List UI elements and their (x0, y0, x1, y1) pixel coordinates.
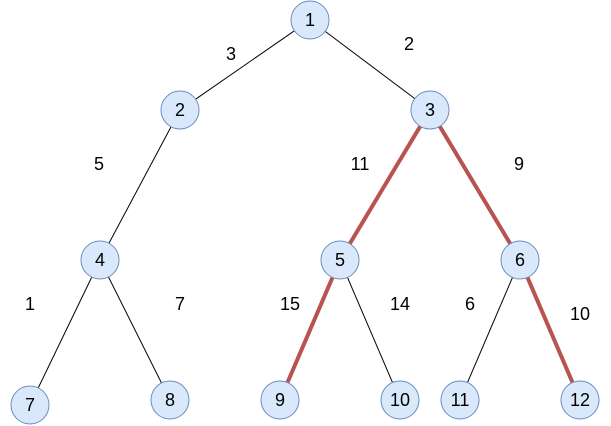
tree-node-9: 9 (260, 380, 300, 420)
node-circle (80, 240, 120, 280)
edge-weight-n1-n3: 2 (404, 34, 414, 54)
edge-n5-n10 (347, 277, 393, 383)
node-label: 5 (335, 250, 345, 270)
highlighted-edge-n3-n6 (437, 124, 513, 246)
edge-weight-n3-n6: 9 (514, 154, 524, 174)
edge-weight-n5-n10: 14 (390, 294, 410, 314)
tree-node-4: 4 (80, 240, 120, 280)
tree-node-12: 12 (560, 380, 600, 420)
edge-n4-n8 (108, 276, 162, 384)
node-label: 4 (95, 250, 105, 270)
node-label: 9 (275, 390, 285, 410)
tree-node-6: 6 (500, 240, 540, 280)
edge-weight-n2-n4: 5 (94, 154, 104, 174)
tree-node-5: 5 (320, 240, 360, 280)
node-label: 12 (570, 390, 590, 410)
node-circle (290, 0, 330, 40)
node-label: 8 (165, 390, 175, 410)
node-circle (560, 380, 600, 420)
edge-n2-n4 (108, 126, 172, 244)
edge-weight-n4-n8: 7 (175, 294, 185, 314)
node-label: 3 (425, 100, 435, 120)
edges-layer (37, 30, 575, 389)
node-circle (380, 380, 420, 420)
node-label: 6 (515, 250, 525, 270)
edge-weight-n5-n9: 15 (280, 294, 300, 314)
edge-n1-n3 (324, 30, 416, 99)
edge-n4-n7 (37, 276, 93, 389)
edge-weight-n6-n11: 6 (465, 294, 475, 314)
edge-weight-n1-n2: 3 (226, 44, 236, 64)
tree-node-3: 3 (410, 90, 450, 130)
node-circle (160, 90, 200, 130)
highlighted-edge-n3-n5 (347, 124, 423, 246)
tree-node-11: 11 (440, 380, 480, 420)
node-label: 7 (25, 395, 35, 415)
edge-weight-n4-n7: 1 (25, 294, 35, 314)
edge-n6-n11 (467, 277, 513, 383)
highlighted-edge-n6-n12 (525, 275, 575, 385)
node-label: 1 (305, 10, 315, 30)
edge-weight-n3-n5: 11 (351, 154, 370, 174)
node-circle (10, 385, 50, 425)
node-circle (320, 240, 360, 280)
edge-weights-layer: 3 2 5 11 9 1 7 15 14 6 10 (25, 34, 590, 324)
node-circle (410, 90, 450, 130)
node-label: 11 (451, 390, 470, 410)
node-label: 10 (390, 390, 410, 410)
tree-node-7: 7 (10, 385, 50, 425)
node-label: 2 (175, 100, 185, 120)
node-circle (150, 380, 190, 420)
node-circle (500, 240, 540, 280)
edge-weight-n6-n12: 10 (570, 304, 590, 324)
tree-node-1: 1 (290, 0, 330, 40)
edge-n1-n2 (195, 30, 295, 100)
highlighted-edge-n5-n9 (285, 275, 335, 385)
tree-node-8: 8 (150, 380, 190, 420)
tree-node-10: 10 (380, 380, 420, 420)
node-circle (440, 380, 480, 420)
node-circle (260, 380, 300, 420)
tree-node-2: 2 (160, 90, 200, 130)
